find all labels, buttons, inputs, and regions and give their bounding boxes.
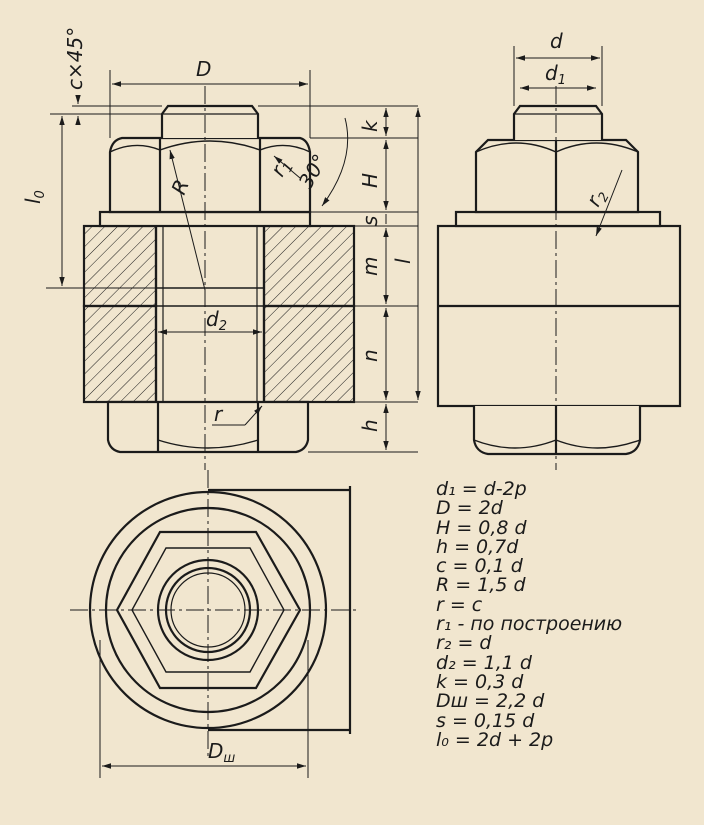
formula-line: l₀ = 2d + 2p	[436, 728, 554, 751]
side-view	[436, 86, 682, 470]
formula-line: k = 0,3 d	[436, 670, 524, 693]
lower-plate-hatched	[82, 304, 356, 404]
label-d2: d2	[206, 307, 227, 334]
label-l: l	[391, 258, 415, 264]
label-Dw: Dш	[208, 739, 235, 766]
formula-line: r = c	[436, 593, 483, 616]
formula-line: r₁ - по построению	[436, 613, 623, 636]
label-s: s	[358, 216, 382, 226]
stud-end	[160, 104, 260, 138]
label-r: r	[214, 402, 224, 426]
formula-line: R = 1,5 d	[436, 574, 526, 597]
label-chamfer: c×45°	[63, 27, 87, 90]
label-k: k	[358, 119, 382, 132]
formula-line: Dш = 2,2 d	[436, 690, 545, 713]
label-D: D	[196, 57, 211, 81]
formula-line: H = 0,8 d	[436, 516, 527, 539]
top-view	[70, 470, 360, 760]
formula-line: r₂ = d	[436, 632, 492, 655]
label-h: h	[358, 419, 382, 432]
formula-line: c = 0,1 d	[436, 555, 523, 578]
top-nut	[108, 136, 312, 214]
formula-line: D = 2d	[436, 497, 503, 520]
stud-body	[154, 226, 266, 402]
formula-line: d₂ = 1,1 d	[436, 651, 532, 674]
bottom-nut	[106, 400, 310, 454]
label-H: H	[358, 173, 382, 188]
label-d1: d1	[545, 61, 566, 88]
front-section-view	[82, 86, 356, 470]
dimension-lines	[46, 46, 623, 778]
formula-line: d₁ = d-2p	[436, 478, 527, 500]
label-d: d	[550, 29, 563, 53]
label-n: n	[358, 349, 382, 362]
label-l0: l0	[21, 190, 48, 204]
formula-line: s = 0,15 d	[436, 709, 535, 732]
label-m: m	[358, 257, 382, 276]
formula-line: h = 0,7d	[436, 535, 519, 558]
upper-plate-hatched	[82, 224, 356, 308]
